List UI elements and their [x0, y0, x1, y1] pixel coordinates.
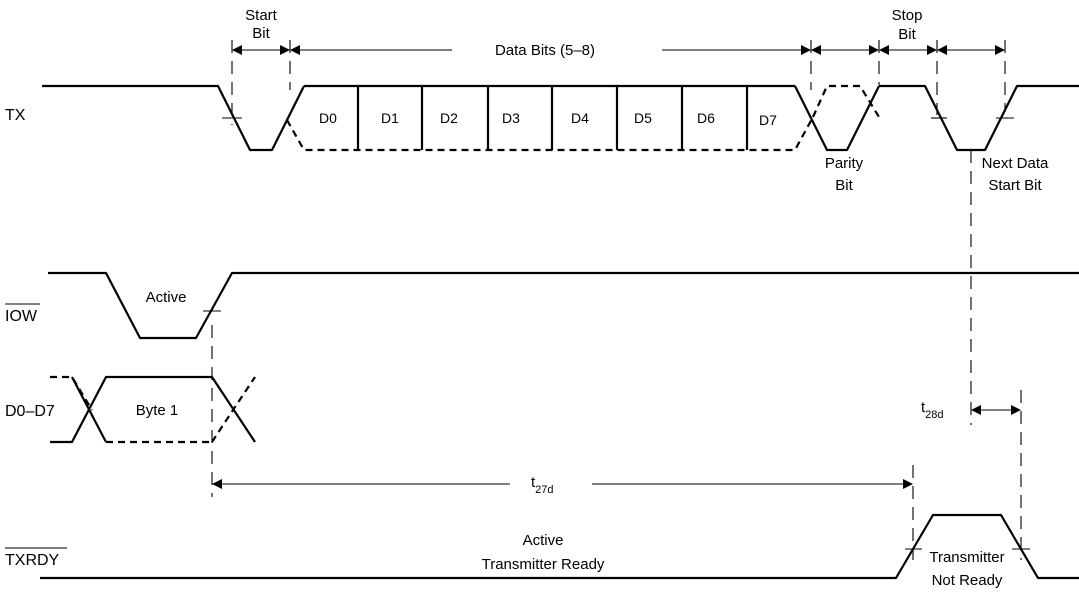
- tx-waveform: [42, 84, 1079, 152]
- bit-period-markers: [231, 40, 1006, 125]
- start-bit-label-line2: Bit: [252, 25, 270, 42]
- next-data-start-bit-label-line2: Start Bit: [988, 177, 1042, 194]
- iow-signal-label: IOW: [5, 308, 38, 325]
- stop-bit-arrow: [879, 45, 937, 55]
- stop-bit-label: Stop: [892, 7, 923, 24]
- stop-bit-label-line2: Bit: [898, 26, 916, 43]
- txrdy-signal-label: TXRDY: [5, 552, 60, 569]
- parity-bit-label: Parity: [825, 155, 864, 172]
- next-data-start-bit-label: Next Data: [982, 155, 1049, 172]
- txrdy-waveform: [40, 513, 1079, 580]
- start-bit-label: Start: [245, 7, 278, 24]
- data-bit-label: D3: [502, 110, 520, 126]
- txrdy-active-label: Active: [523, 532, 564, 549]
- parity-bit-label-line2: Bit: [835, 177, 853, 194]
- data-bus-waveform: [50, 375, 256, 444]
- next-start-bit-arrow: [937, 45, 1005, 55]
- iow-waveform: [48, 271, 1079, 340]
- data-bit-label: D4: [571, 110, 589, 126]
- data-bit-label: D1: [381, 110, 399, 126]
- data-bit-label: D2: [440, 110, 458, 126]
- data-bits-label: Data Bits (5–8): [495, 42, 595, 59]
- data-bit-label: D5: [634, 110, 652, 126]
- start-bit-arrow: [232, 45, 290, 55]
- data-bit-label: D7: [759, 112, 777, 128]
- iow-active-label: Active: [146, 289, 187, 306]
- tx-signal-label: TX: [5, 107, 26, 124]
- data-bit-label: D0: [319, 110, 337, 126]
- txrdy-not-ready-label: Transmitter: [929, 549, 1004, 566]
- byte1-label: Byte 1: [136, 402, 179, 419]
- t28d-arrow: [971, 405, 1021, 415]
- data-bit-label: D6: [697, 110, 715, 126]
- t27d-label: t27d: [531, 474, 554, 496]
- t28d-label: t28d: [921, 399, 944, 421]
- data-bus-signal-label: D0–D7: [5, 403, 55, 420]
- reference-dashed-lines: [211, 150, 1022, 560]
- txrdy-active-label-line2: Transmitter Ready: [482, 556, 605, 573]
- txrdy-not-ready-label-line2: Not Ready: [932, 572, 1003, 589]
- data-bit-labels: D0 D1 D2 D3 D4 D5 D6 D7: [319, 110, 777, 128]
- data-bits-arrow: [290, 45, 811, 55]
- parity-bit-arrow: [811, 45, 879, 55]
- t27d-arrow: [212, 479, 913, 489]
